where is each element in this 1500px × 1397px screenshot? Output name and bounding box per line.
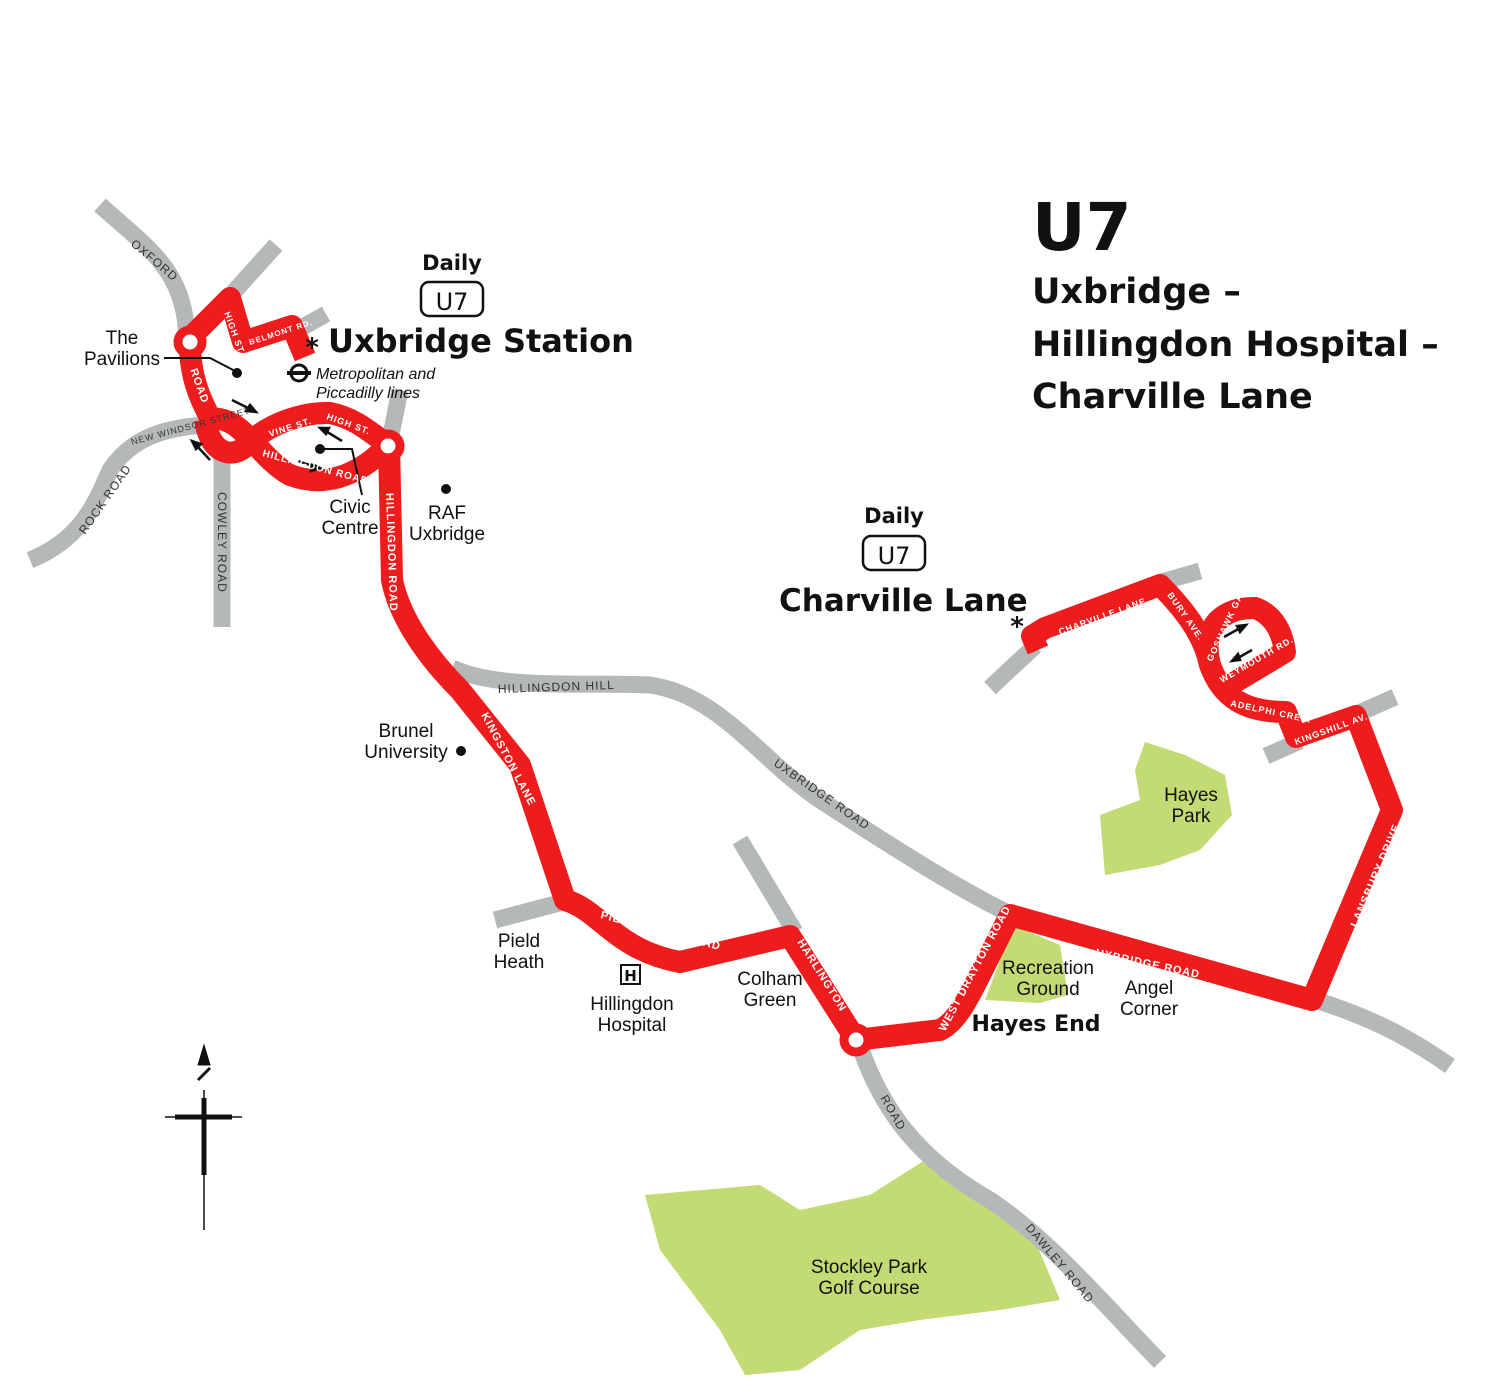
terminal-note: Metropolitan and [316,366,436,383]
route-badge [861,534,927,572]
place-label: Recreation [1002,958,1094,979]
underground-roundel-icon [287,363,311,383]
route-badge [419,280,485,318]
place-label: RAF [428,503,466,524]
road-label: HILLINGDON HILL [498,678,615,696]
place-label: Centre [321,518,378,539]
place-label: Hayes [1164,785,1218,806]
hospital-icon-letter: H [624,967,637,985]
place-label: University [364,742,448,763]
background-roads [26,198,1455,1368]
terminal-frequency: Daily [864,504,924,528]
place-label: Ground [1016,979,1079,1000]
place-label: Uxbridge [409,524,485,545]
north-arrow-icon [165,1043,242,1230]
route-badge-label: U7 [878,542,911,570]
route-badge-label: U7 [436,288,469,316]
place-label: Colham [737,969,802,990]
terminus-asterisk-icon: * [305,333,319,363]
terminus-asterisk-icon: * [1010,612,1024,642]
terminal-frequency: Daily [422,251,482,275]
roundabout-uxbridge-north [173,325,207,359]
terminal-note: Piccadilly lines [316,385,420,402]
direction-arrow-icons [189,398,1253,663]
place-label: Park [1171,806,1211,827]
place-label: Hillingdon [590,994,673,1015]
stockley-park-golf-course [645,1160,1060,1375]
place-label: Brunel [379,721,434,742]
place-markers [164,357,466,756]
place-label: The [106,328,139,349]
place-label: Hospital [598,1015,667,1036]
route-road-label: HILLINGDON ROAD [383,493,399,612]
place-label: Corner [1120,999,1179,1020]
route-title-line: Uxbridge – [1032,272,1241,312]
place-label: Heath [494,952,545,973]
place-labels: The Pavilions Civic Centre RAF Uxbridge … [84,328,1218,1299]
hospital-icon [620,964,641,985]
route-title-line: Hillingdon Hospital – [1032,325,1439,365]
place-label: Civic [329,497,370,518]
place-label: Stockley Park [811,1257,928,1278]
terminal-name: Charville Lane [779,583,1028,619]
hayes-park [1100,742,1232,875]
roundabout-colham [839,1023,873,1057]
road-label: COWLEY ROAD [215,492,229,593]
route-number-title: U7 [1032,189,1132,266]
place-label: Pavilions [84,349,160,370]
terminal-name: Uxbridge Station [328,322,634,360]
place-label-hayes-end: Hayes End [971,1012,1100,1037]
route-title-line: Charville Lane [1032,377,1313,417]
place-label: Golf Course [818,1278,919,1299]
roundabout-hillingdon [371,429,405,463]
place-label: Pield [498,931,540,952]
place-label: Green [744,990,797,1011]
u7-route [179,287,1403,1051]
place-label: Angel [1125,978,1174,999]
road-label: UXBRIDGE ROAD [771,756,872,833]
